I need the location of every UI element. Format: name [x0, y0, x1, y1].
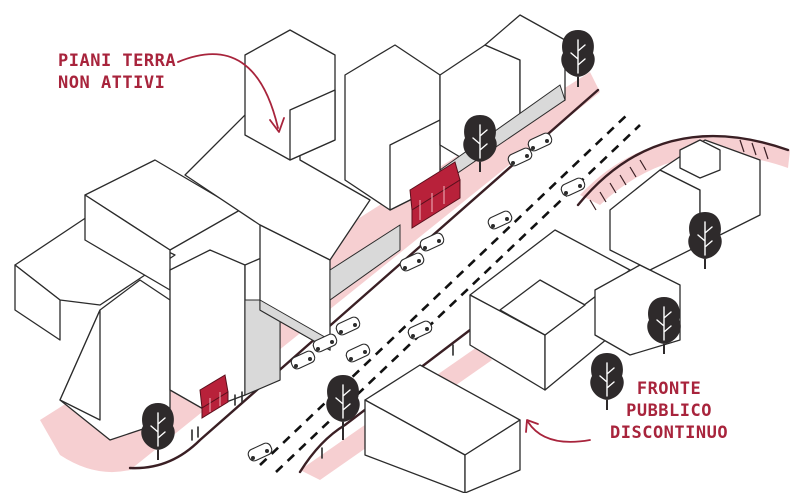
tree	[326, 375, 360, 440]
car	[290, 350, 316, 370]
pedestrians	[191, 344, 454, 459]
tree	[688, 212, 722, 269]
road-centerline-1	[259, 111, 631, 466]
label-ground-floor-inactive: PIANI TERRA NON ATTIVI	[58, 50, 176, 94]
label-line: DISCONTINUO	[610, 423, 729, 443]
right-curb-lower	[298, 328, 472, 474]
car	[345, 343, 371, 363]
shop-front-lower	[199, 374, 229, 419]
car	[399, 252, 425, 272]
arrow-ground-floor	[177, 53, 285, 133]
car	[247, 442, 273, 462]
car	[312, 333, 338, 353]
car	[507, 147, 533, 167]
tree	[141, 403, 175, 460]
parked-cars	[247, 132, 586, 462]
label-line: PUBBLICO	[626, 401, 712, 421]
label-discontinuous-public-front: FRONTE PUBBLICO DISCONTINUO	[610, 378, 728, 444]
right-building-block	[364, 139, 761, 493]
label-line: NON ATTIVI	[58, 73, 166, 93]
tree	[463, 115, 497, 172]
car	[419, 232, 445, 252]
car	[487, 210, 513, 230]
label-line: FRONTE	[636, 379, 702, 399]
right-curb-upper	[576, 134, 790, 207]
left-curb	[128, 88, 600, 470]
car	[407, 320, 433, 340]
tree	[590, 353, 624, 410]
car	[527, 132, 553, 152]
label-line: PIANI TERRA	[58, 51, 177, 71]
tree	[647, 297, 681, 354]
arrow-public-front	[525, 419, 591, 443]
shop-front-upper	[409, 161, 461, 229]
tree	[561, 30, 595, 87]
hatched-edge	[589, 139, 769, 211]
left-building-block	[14, 14, 566, 441]
car	[560, 177, 586, 197]
trees	[141, 30, 722, 460]
car	[335, 316, 361, 336]
